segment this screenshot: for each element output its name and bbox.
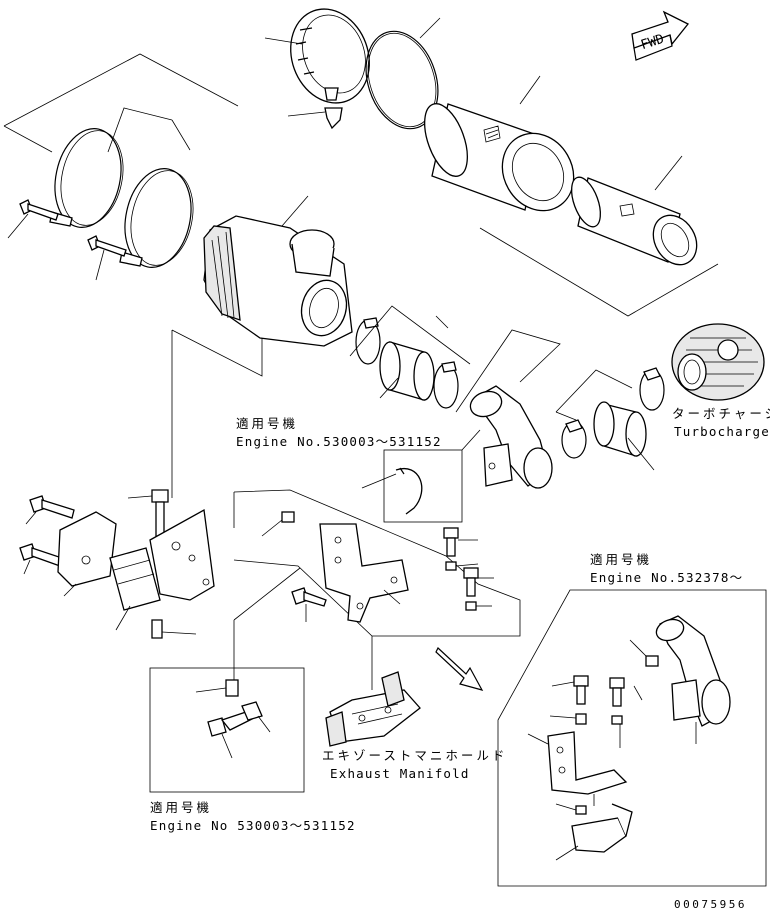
band-bolt-1	[7, 199, 59, 239]
exhaust-manifold	[325, 671, 421, 747]
turbocharger	[671, 323, 765, 401]
turbocharger-label-jp: ターボチャージャ	[672, 406, 770, 421]
direction-arrow-icon	[435, 647, 484, 691]
inset-box-right	[497, 589, 767, 887]
applicability-2-jp: 適用号機	[590, 552, 652, 567]
bolt-stack-right	[443, 527, 494, 611]
stud-bolt	[151, 619, 197, 639]
left-mounting-bracket	[57, 511, 117, 597]
outer-filter-element	[424, 75, 575, 212]
group-bracket	[555, 369, 633, 421]
air-cleaner-body	[203, 195, 353, 347]
turbo-hose-clamp-a	[561, 419, 587, 459]
leader-line	[264, 37, 303, 45]
bolt-center-top	[261, 511, 295, 537]
inner-filter-element	[570, 155, 698, 266]
hose-clamp-b	[433, 361, 459, 409]
inset-bolts	[549, 675, 643, 748]
inset-bracket-plate	[527, 731, 628, 795]
applicability-1-jp: 適用号機	[236, 416, 298, 431]
bolt-center-lower	[291, 587, 327, 622]
fwd-arrow-icon: FWD	[631, 10, 690, 61]
turbocharger-label-en: Turbocharger	[674, 424, 770, 439]
group-bracket	[233, 567, 301, 680]
o-ring	[365, 17, 441, 130]
intake-hose	[379, 341, 435, 401]
dust-valve	[287, 107, 343, 130]
applicability-2-en: Engine No.532378〜	[590, 570, 743, 585]
inset-fitting	[195, 679, 239, 697]
inset-lower-bracket	[555, 794, 633, 861]
drawing-number: 00075956	[674, 898, 747, 911]
inset-elbow	[629, 615, 731, 744]
group-bracket	[3, 53, 239, 153]
group-bracket	[455, 329, 561, 413]
bolt-upper-left	[25, 495, 75, 525]
inset-bolt-clip	[207, 701, 271, 759]
center-support-bracket	[319, 523, 409, 623]
inset-box-lower-left	[149, 667, 305, 793]
exhaust-manifold-label-en: Exhaust Manifold	[330, 766, 470, 781]
air-cleaner-cover	[290, 8, 370, 104]
applicability-3-jp: 適用号機	[150, 800, 212, 815]
turbo-hose-clamp-b	[639, 367, 665, 411]
group-bracket	[479, 227, 719, 317]
saddle-bracket	[149, 508, 215, 601]
mounting-band-upper	[49, 128, 124, 228]
group-bracket	[233, 489, 521, 637]
inset-box-pipe	[361, 429, 481, 523]
fwd-label: FWD	[639, 32, 666, 54]
bolt-lower-left	[19, 543, 63, 575]
group-bracket	[349, 305, 471, 365]
exhaust-manifold-label-jp: エキゾーストマニホールド	[322, 748, 507, 763]
turbo-hose	[593, 401, 655, 471]
hose-clamp-a	[355, 317, 381, 365]
applicability-1-en: Engine No.530003〜531152	[236, 434, 442, 449]
band-bolt-2	[87, 235, 127, 281]
group-bracket	[107, 107, 191, 153]
group-bracket	[171, 329, 263, 498]
applicability-3-en: Engine No 530003〜531152	[150, 818, 356, 833]
mounting-band-lower	[119, 168, 194, 268]
left-support-plate	[109, 547, 161, 631]
intake-elbow	[469, 385, 553, 489]
